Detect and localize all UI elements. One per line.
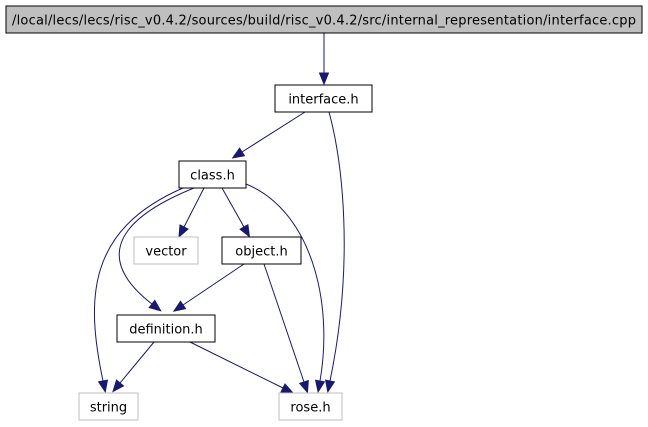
node-label: vector [145,245,187,260]
node-box [178,160,247,189]
edge-class_h-to-string [93,187,184,394]
node-box [274,84,373,113]
edge-line [119,341,155,384]
node-label: object.h [235,245,287,260]
edge-arrowhead [231,147,246,159]
edge-line [189,341,284,389]
node-label: definition.h [129,323,203,338]
edge-line [93,187,184,382]
edge-line [245,183,325,382]
node-label: /local/lecs/lecs/risc_v0.4.2/sources/bui… [12,14,636,29]
node-label: string [90,401,127,416]
node-label: class.h [190,169,235,184]
edge-arrowhead [97,379,109,394]
edge-object_h-to-rose_h [263,263,309,394]
edge-arrowhead [318,72,330,86]
node-interface-cpp[interactable]: /local/lecs/lecs/risc_v0.4.2/sources/bui… [5,5,643,34]
edge-interface_cpp-to-interface_h [318,33,330,86]
edge-class_h-to-definition_h [118,187,195,312]
node-box [133,236,199,265]
nodes-layer: /local/lecs/lecs/risc_v0.4.2/sources/bui… [5,5,643,421]
node-class-h[interactable]: class.h [178,160,247,189]
node-interface-h[interactable]: interface.h [274,84,373,113]
edges-layer [93,33,345,394]
edge-interface_h-to-class_h [231,111,306,159]
edge-arrowhead [324,379,336,394]
node-definition-h[interactable]: definition.h [116,314,216,343]
node-object-h[interactable]: object.h [221,236,302,265]
node-box [116,314,216,343]
edge-definition_h-to-string [112,341,155,393]
edge-arrowhead [148,299,162,312]
edge-arrowhead [280,383,295,394]
edge-line [241,111,306,153]
edge-definition_h-to-rose_h [189,341,295,394]
node-label: rose.h [290,401,330,416]
edge-line [263,263,305,383]
edge-object_h-to-definition_h [172,263,245,312]
edge-interface_h-to-rose_h [324,111,345,394]
node-vector: vector [133,236,199,265]
node-box [5,5,643,34]
node-label: interface.h [288,93,358,108]
edge-arrowhead [298,379,309,394]
node-box [78,392,139,421]
node-box [221,236,302,265]
edge-line [118,187,195,305]
edge-arrowhead [172,300,187,312]
node-box [278,392,343,421]
edge-arrowhead [239,223,251,238]
edge-arrowhead [178,224,189,238]
edge-line [328,111,345,382]
edge-class_h-to-vector [178,187,205,238]
edge-arrowhead [112,379,125,393]
edge-class_h-to-rose_h [245,183,326,394]
edge-line [221,187,245,228]
node-string: string [78,392,139,421]
node-rose-h: rose.h [278,392,343,421]
edge-line [182,263,245,306]
edge-line [183,187,205,228]
edge-arrowhead [314,379,326,394]
edge-class_h-to-object_h [221,187,251,238]
